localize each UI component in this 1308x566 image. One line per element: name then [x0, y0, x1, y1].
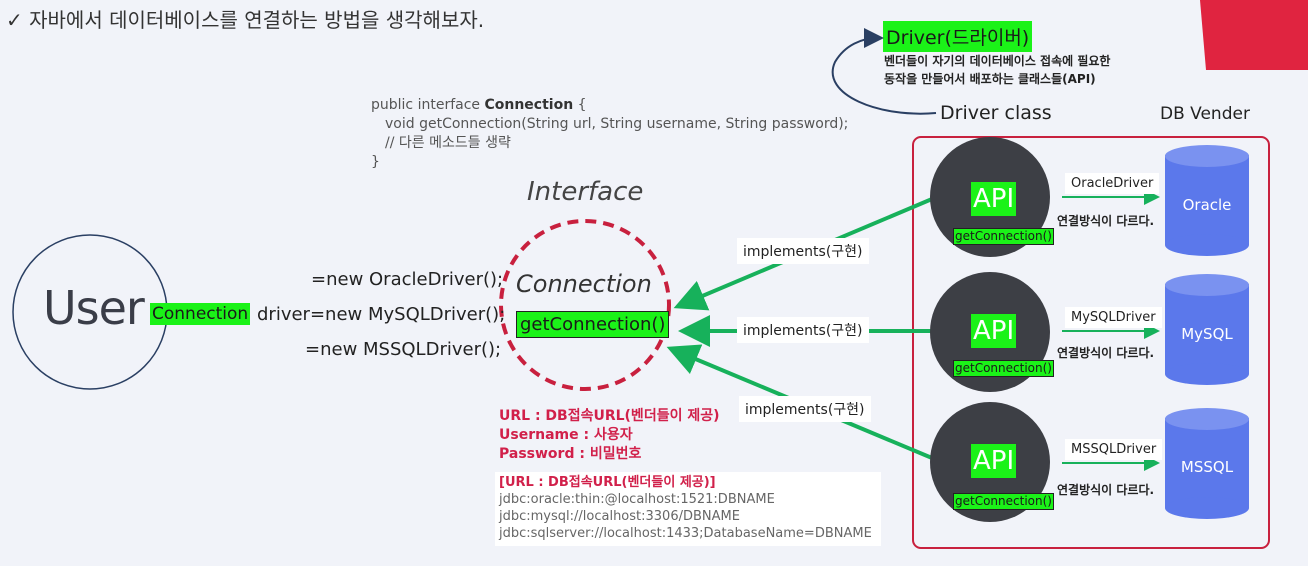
- user-line1: =new OracleDriver();: [311, 269, 504, 290]
- implements-tag-mysql: implements(구현): [737, 317, 869, 343]
- connection-label: Connection: [516, 270, 652, 298]
- interface-label: Interface: [527, 177, 644, 207]
- driver-desc-line2: 동작을 만들어서 배포하는 클래스들(API): [884, 72, 1096, 86]
- db-vender-box: [912, 136, 1270, 549]
- driver-class-label: Driver class: [940, 102, 1052, 124]
- user-connection-type: Connection: [150, 303, 251, 325]
- param-username: Username : 사용자: [499, 427, 633, 443]
- code-line2: void getConnection(String url, String us…: [385, 116, 849, 132]
- driver-name: MSSQLDriver: [1065, 439, 1163, 460]
- api-label: API: [971, 444, 1017, 478]
- code-line1-bold: Connection: [484, 97, 574, 113]
- db-cylinder-oracle: Oracle: [1165, 145, 1249, 256]
- connection-method: getConnection(): [516, 311, 670, 338]
- driver-curve-arrow: [831, 28, 937, 115]
- api-label: API: [971, 314, 1017, 348]
- corner-decoration: [1200, 0, 1308, 70]
- db-cylinder-mssql: MSSQL: [1165, 408, 1249, 519]
- implements-tag-mssql: implements(구현): [739, 396, 871, 422]
- user-line3: =new MSSQLDriver();: [305, 339, 502, 360]
- driver-name: OracleDriver: [1065, 173, 1160, 194]
- code-line4: }: [371, 154, 380, 170]
- user-label: User: [43, 281, 145, 335]
- param-password: Password : 비밀번호: [499, 446, 642, 462]
- url-oracle: jdbc:oracle:thin:@localhost:1521:DBNAME: [499, 492, 775, 507]
- url-mssql: jdbc:sqlserver://localhost:1433;Database…: [499, 526, 872, 541]
- connection-diff: 연결방식이 다르다.: [1057, 346, 1155, 360]
- db-cylinder-mysql: MySQL: [1165, 274, 1249, 385]
- url-box-title: [URL : DB접속URL(벤더들이 제공)]: [499, 475, 716, 490]
- db-label: Oracle: [1182, 196, 1232, 214]
- db-label: MySQL: [1181, 325, 1233, 343]
- url-mysql: jdbc:mysql://localhost:3306/DBNAME: [499, 509, 740, 524]
- param-url: URL : DB접속URL(벤더들이 제공): [499, 408, 720, 424]
- db-label: MSSQL: [1180, 458, 1234, 476]
- db-vender-label: DB Vender: [1160, 104, 1250, 124]
- connection-diff: 연결방식이 다르다.: [1057, 483, 1155, 497]
- user-line2: driver=new MySQLDriver();: [257, 304, 506, 325]
- api-method: getConnection(): [953, 228, 1054, 245]
- implements-tag-oracle: implements(구현): [737, 238, 869, 264]
- connection-diff: 연결방식이 다르다.: [1057, 214, 1155, 228]
- page-title: ✓ 자바에서 데이터베이스를 연결하는 방법을 생각해보자.: [6, 8, 485, 32]
- interface-code: public interface Connection { void getCo…: [371, 96, 848, 172]
- code-line1-prefix: public interface: [371, 97, 485, 113]
- code-line1-suffix: {: [573, 97, 587, 113]
- url-box: [URL : DB접속URL(벤더들이 제공)] jdbc:oracle:thi…: [495, 472, 881, 546]
- driver-name: MySQLDriver: [1065, 307, 1162, 328]
- api-method: getConnection(): [953, 493, 1054, 510]
- code-line3: // 다른 메소드들 생략: [385, 135, 511, 151]
- api-method: getConnection(): [953, 360, 1054, 377]
- connection-dashed-circle: [499, 219, 671, 391]
- driver-title: Driver(드라이버): [883, 21, 1033, 52]
- driver-desc-line1: 벤더들이 자기의 데이터베이스 접속에 필요한: [884, 54, 1111, 68]
- api-label: API: [971, 182, 1017, 216]
